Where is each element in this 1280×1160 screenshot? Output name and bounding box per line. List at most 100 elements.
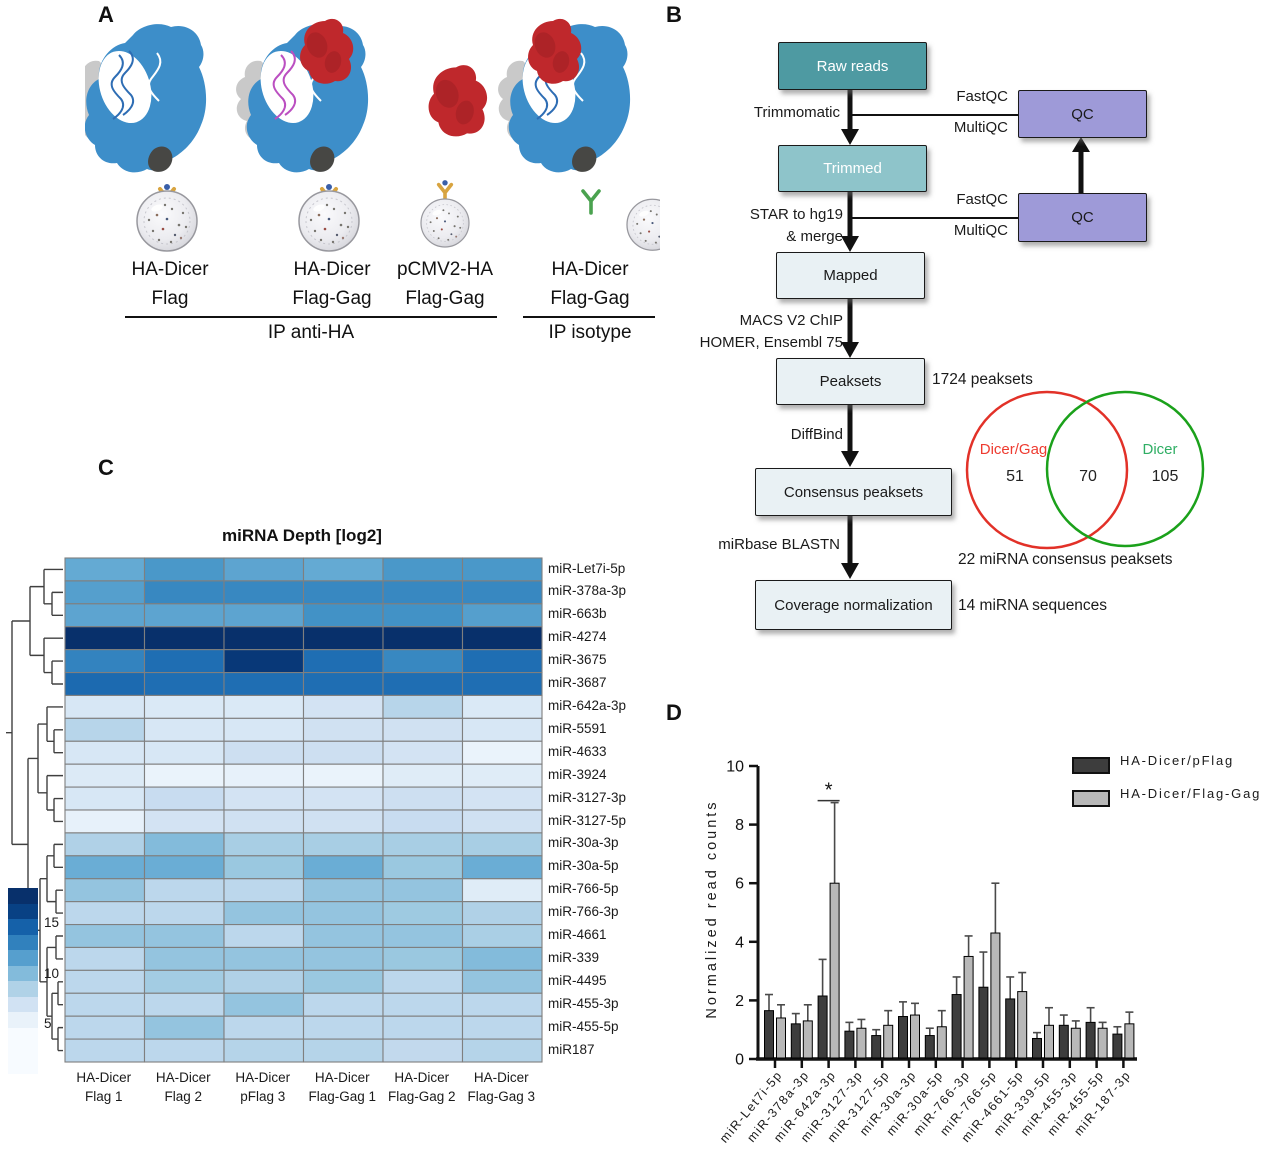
step-star-line1: STAR to hg19 bbox=[749, 206, 843, 223]
heatmap-cell-miR-Let7i-5p-c3 bbox=[223, 557, 305, 582]
heatmap-cell-miR-4274-c2 bbox=[143, 626, 225, 651]
heatmap-cell-miR-3675-c3 bbox=[223, 649, 305, 674]
heatmap-row-label-miR-4274: miR-4274 bbox=[548, 629, 607, 645]
bar-miR-766-3p-HA-Dicer/pFlag bbox=[951, 994, 962, 1059]
heatmap-cell-miR-4661-c1 bbox=[64, 923, 146, 949]
construct-2-line1: HA-Dicer bbox=[293, 259, 371, 280]
construct-1-illustration bbox=[85, 23, 208, 252]
heatmap-cell-miR-3687-c2 bbox=[143, 672, 225, 697]
flow-box-raw-reads: Raw reads bbox=[778, 42, 927, 90]
colorbar-band bbox=[8, 1027, 38, 1043]
heatmap-cell-miR-3675-c5 bbox=[382, 649, 464, 674]
heatmap-cell-miR-Let7i-5p-c2 bbox=[143, 557, 225, 582]
colorbar-tick-5: 5 bbox=[44, 1015, 52, 1031]
bar-miR-3127-5p-HA-Dicer/Flag-Gag bbox=[883, 1024, 894, 1059]
step-trimmomatic: Trimmomatic bbox=[753, 104, 840, 121]
y-tick-label-6: 6 bbox=[735, 876, 744, 893]
heatmap-cell-miR-4274-c6 bbox=[461, 626, 543, 651]
flow-box-consensus-peaksets: Consensus peaksets bbox=[755, 468, 952, 516]
heatmap-cell-miR-642a-3p-c6 bbox=[461, 694, 543, 719]
heatmap-col-label-line: Flag 2 bbox=[164, 1089, 203, 1104]
bar-miR-30a-3p-HA-Dicer/pFlag bbox=[898, 1016, 908, 1059]
heatmap-cell-miR-339-c5 bbox=[382, 946, 464, 971]
y-tick-label-4: 4 bbox=[735, 934, 744, 951]
heatmap-cell-miR-30a-5p-c5 bbox=[382, 855, 464, 880]
heatmap-row-label-miR-663b: miR-663b bbox=[548, 606, 607, 622]
heatmap-cell-miR-4633-c4 bbox=[302, 740, 384, 765]
heatmap-cell-miR-766-5p-c3 bbox=[223, 878, 305, 903]
heatmap-cell-miR-30a-3p-c3 bbox=[223, 832, 305, 857]
legend-label-ha-dicer-pflag: HA-Dicer/pFlag bbox=[1120, 753, 1235, 768]
heatmap-row-label-miR-455-3p: miR-455-3p bbox=[548, 995, 619, 1011]
step-multiqc-2: MultiQC bbox=[953, 222, 1008, 239]
heatmap-cell-miR-3675-c2 bbox=[143, 649, 225, 674]
colorbar-band bbox=[8, 888, 38, 904]
colorbar-band bbox=[8, 965, 38, 981]
step-fastqc-1: FastQC bbox=[956, 88, 1008, 105]
construct-1-line2: Flag bbox=[151, 288, 189, 309]
construct-2-line2: Flag-Gag bbox=[292, 288, 372, 309]
heatmap-cell-miR-3687-c5 bbox=[382, 672, 464, 697]
heatmap-row-label-miR-3127-3p: miR-3127-3p bbox=[548, 789, 627, 805]
colorbar-tick-10: 10 bbox=[44, 965, 60, 981]
venn-diagram bbox=[965, 390, 1205, 550]
heatmap-col-label-line: HA-Dicer bbox=[314, 1070, 370, 1085]
heatmap-cell-miR-339-c6 bbox=[461, 946, 543, 971]
heatmap-cell-miR-4274-c5 bbox=[382, 626, 464, 651]
heatmap-cell-miR-4661-c5 bbox=[382, 923, 464, 949]
heatmap-cell-miR-642a-3p-c1 bbox=[64, 694, 146, 719]
heatmap-cell-miR-455-5p-c4 bbox=[302, 1015, 384, 1040]
bar-miR-766-3p-HA-Dicer/Flag-Gag bbox=[963, 955, 974, 1059]
heatmap-row-label-miR-3687: miR-3687 bbox=[548, 675, 607, 690]
heatmap-cell-miR-378a-3p-c3 bbox=[223, 580, 305, 605]
heatmap-cell-miR-455-3p-c1 bbox=[64, 992, 146, 1017]
colorbar-band bbox=[8, 919, 38, 935]
heatmap-cell-miR-4661-c4 bbox=[302, 923, 384, 949]
heatmap-row-label-miR-378a-3p: miR-378a-3p bbox=[548, 583, 627, 599]
heatmap-cell-miR-3127-3p-c1 bbox=[64, 786, 146, 811]
heatmap-row-label-miR-3127-5p: miR-3127-5p bbox=[548, 812, 627, 828]
heatmap-cell-miR-4661-c3 bbox=[223, 923, 305, 949]
ip-anti-ha-underline bbox=[125, 316, 497, 318]
construct-2-illustration bbox=[235, 18, 370, 252]
bar-miR-642a-3p-HA-Dicer/pFlag bbox=[817, 995, 828, 1059]
heatmap-row-label-miR-4633: miR-4633 bbox=[548, 743, 607, 759]
bar-miR-642a-3p-HA-Dicer/Flag-Gag bbox=[829, 882, 840, 1059]
bead bbox=[420, 198, 470, 248]
heatmap-cell-miR-3924-c4 bbox=[302, 763, 384, 788]
venn-label-dicer-gag: Dicer/Gag bbox=[979, 441, 1048, 458]
heatmap-cell-miR-663b-c4 bbox=[302, 603, 384, 628]
heatmap-cell-miR-766-3p-c4 bbox=[302, 901, 384, 926]
colorbar-band bbox=[8, 1012, 38, 1028]
construct-3-label: pCMV2-HA Flag-Gag bbox=[370, 255, 520, 313]
heatmap-cell-miR-455-5p-c3 bbox=[223, 1015, 305, 1040]
ip-isotype-label: IP isotype bbox=[548, 322, 632, 343]
bar-miR-378a-3p-HA-Dicer/Flag-Gag bbox=[802, 1020, 813, 1059]
flow-arrowheads bbox=[841, 129, 1090, 579]
colorbar-band bbox=[8, 1043, 38, 1059]
annotation-sequences-count: 14 miRNA sequences bbox=[958, 597, 1108, 614]
flow-box-mapped: Mapped bbox=[776, 252, 925, 299]
panel-c-label: C bbox=[98, 455, 114, 480]
heatmap-cell-miR-3675-c6 bbox=[461, 649, 543, 674]
heatmap-cell-miR-378a-3p-c2 bbox=[143, 580, 225, 605]
bar-miR-Let7i-5p-HA-Dicer/Flag-Gag bbox=[776, 1017, 786, 1059]
heatmap-cell-miR-3127-5p-c3 bbox=[223, 809, 305, 834]
heatmap-cell-miR-642a-3p-c3 bbox=[223, 694, 305, 719]
heatmap-cell-miR-5591-c5 bbox=[382, 717, 464, 742]
heatmap-cell-miR-5591-c6 bbox=[461, 717, 543, 742]
construct-3-line2: Flag-Gag bbox=[405, 288, 485, 309]
heatmap-cell-miR-3924-c5 bbox=[382, 763, 464, 788]
construct-3-line1: pCMV2-HA bbox=[396, 259, 494, 280]
heatmap-cell-miR-766-3p-c6 bbox=[461, 901, 543, 926]
bar-miR-30a-3p-HA-Dicer/Flag-Gag bbox=[910, 1014, 920, 1059]
heatmap-cell-miR187-c4 bbox=[302, 1038, 384, 1063]
heatmap-row-label-miR-642a-3p: miR-642a-3p bbox=[548, 697, 627, 713]
y-tick-label-0: 0 bbox=[735, 1052, 744, 1069]
heatmap-cell-miR-4661-c2 bbox=[143, 923, 225, 949]
heatmap-cell-miR-3675-c4 bbox=[302, 649, 384, 674]
panel-d-label: D bbox=[666, 700, 682, 725]
